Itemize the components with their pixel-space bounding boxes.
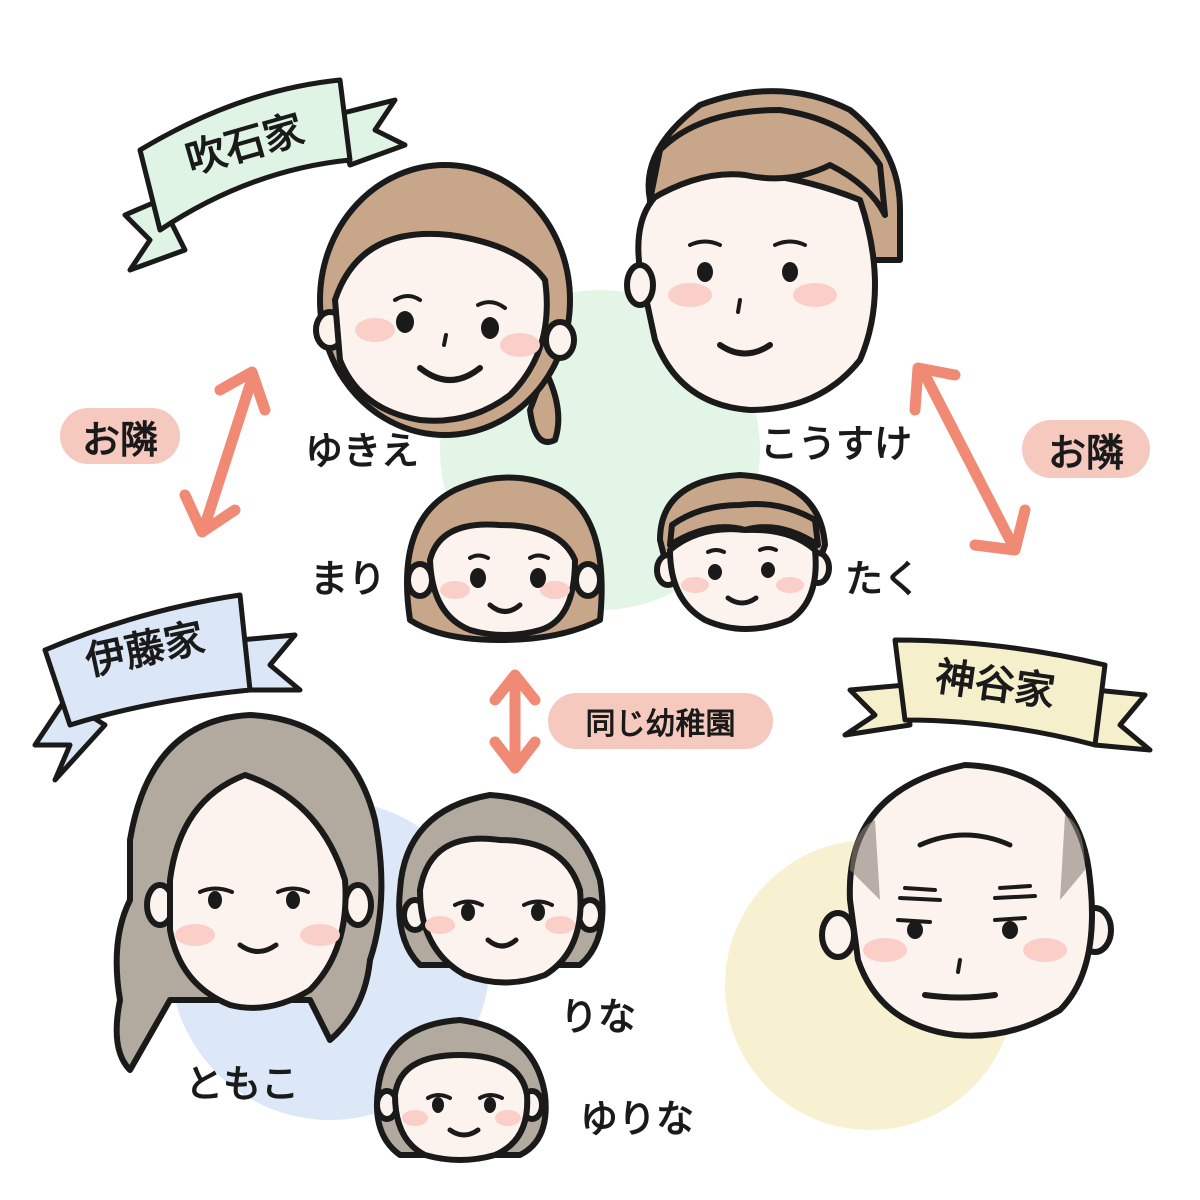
- person-label-yurina: ゆりな: [580, 1097, 695, 1141]
- kousuke-face: [624, 88, 903, 413]
- rina-face: [396, 792, 606, 986]
- yurina-face: [374, 1017, 549, 1163]
- taku-face: [654, 472, 832, 632]
- kamiya-face: [819, 762, 1114, 1039]
- ribbon-kamiya: [842, 637, 1153, 753]
- relation-same-kindergarten: 同じ幼稚園: [548, 693, 773, 749]
- yukie-face: [313, 162, 577, 445]
- person-label-rina: りな: [560, 995, 637, 1039]
- mari-face: [404, 474, 605, 643]
- arrow-neighbor-right: [909, 362, 1031, 556]
- person-label-tomoko: ともこ: [185, 1062, 300, 1106]
- person-label-yukie: ゆきえ: [305, 429, 420, 473]
- arrow-neighbor-left: [179, 366, 271, 538]
- person-label-taku: たく: [845, 557, 922, 601]
- arrow-kindergarten: [489, 669, 541, 774]
- relation-neighbor-left: お隣: [60, 408, 180, 464]
- person-label-mari: まり: [310, 557, 387, 601]
- person-label-kousuke: こうすけ: [760, 422, 913, 466]
- ribbon-fukiishi: [122, 77, 408, 273]
- relation-neighbor-right: お隣: [1022, 420, 1150, 478]
- tomoko-face: [113, 712, 385, 1073]
- ribbon-ito: [32, 592, 303, 783]
